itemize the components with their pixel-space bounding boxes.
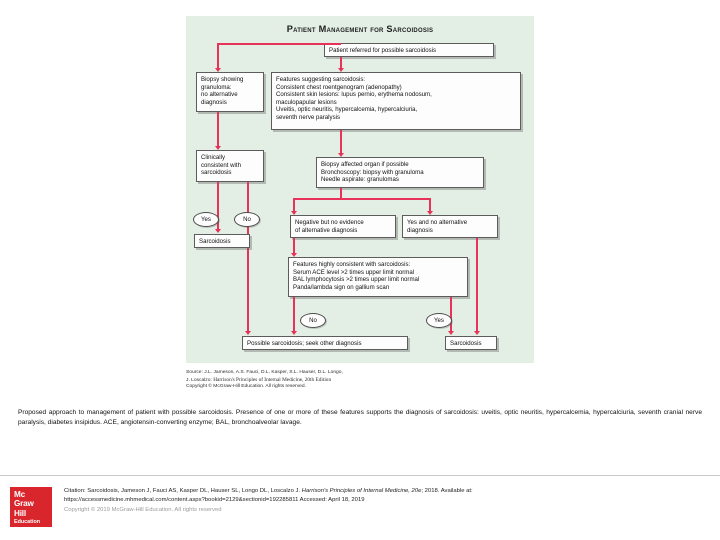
arrow-no-to-possible-sarcoidosis [244,331,251,335]
node-features-suggesting: Features suggesting sarcoidosis: Consist… [271,72,521,130]
arrow-yes-to-sarcoidosis-right [447,331,454,335]
connector-clinical-yes [217,182,219,230]
node-features-suggesting-line5: Uveitis, optic neuritis, hypercalcemia, … [276,106,418,114]
node-clinically-consistent-line3: sarcoidosis [201,169,232,177]
node-features-suggesting-line6: seventh nerve paralysis [276,113,341,121]
decision-no-upper-label: No [243,216,251,223]
footer-citation: Citation: Sarcoidosis, Jameson J, Fauci … [64,487,714,515]
node-biopsy-affected-organ-line1: Biopsy affected organ if possible [321,161,409,168]
node-sarcoidosis-right: Sarcoidosis [445,336,497,350]
connector-to-features-suggesting [340,57,342,69]
figure-source: Source: J.L. Jameson, A.S. Fauci, D.L. K… [186,370,516,391]
node-biopsy-granuloma-line2: granuloma: [201,83,232,91]
citation-title: Harrison's Principles of Internal Medici… [301,488,422,494]
source-line-2-title: Harrison's Principles of Internal Medici… [213,376,332,383]
arrow-to-biopsy-affected-organ [337,153,344,157]
node-biopsy-granuloma-line1: Biopsy showing [201,76,244,83]
arrow-right-rail-to-sarcoidosis-right [473,331,480,335]
arrow-to-yes-no-alt-box [426,211,433,215]
node-features-highly-consistent-line3: BAL lymphocytosis >2 times upper limit n… [293,276,420,284]
citation-prefix: Citation: Sarcoidosis, Jameson J, Fauci … [64,488,302,494]
decision-no-lower: No [300,313,326,328]
node-possible-sarcoidosis: Possible sarcoidosis; seek other diagnos… [242,336,408,350]
figure-title: Patient Management for Sarcoidosis [286,24,434,34]
decision-yes-upper-label: Yes [201,216,211,223]
node-yes-no-alternative-line2: diagnosis [407,226,433,234]
mcgraw-hill-logo: Mc Graw Hill Education [10,487,52,527]
arrow-yes-to-sarcoidosis-left [214,229,221,233]
logo-line-1: Mc [14,490,25,499]
connector-to-negative-box [293,198,295,212]
node-yes-no-alternative-line1: Yes and no alternative [407,219,468,226]
node-sarcoidosis-left-text: Sarcoidosis [199,238,231,245]
node-biopsy-affected-organ: Biopsy affected organ if possible Bronch… [316,157,484,188]
arrow-to-clinically-consistent [214,146,221,150]
node-features-suggesting-line4: maculopapular lesions [276,98,337,106]
node-negative-no-evidence-line1: Negative but no evidence [295,219,364,226]
node-clinically-consistent-line1: Clinically [201,154,226,161]
node-biopsy-granuloma-line4: diagnosis [201,98,227,106]
connector-yes-no-alt-to-sarcoidosis-right [476,238,478,332]
figure-panel: Patient Management for Sarcoidosis Patie… [186,16,534,363]
node-patient-referred-text: Patient referred for possible sarcoidosi… [329,47,437,54]
connector-referral-split [217,43,341,45]
connector-negative-to-features-highly [293,238,295,254]
connector-biopsy-organ-stem [340,188,342,198]
source-line-2-prefix: J. Loscalzo: [186,377,214,383]
source-line-2: J. Loscalzo: Harrison's Principles of In… [186,377,516,385]
node-features-highly-consistent: Features highly consistent with sarcoido… [288,257,468,297]
decision-yes-lower-label: Yes [434,317,444,324]
source-line-3: Copyright © McGraw-Hill Education. All r… [186,384,306,390]
node-clinically-consistent: Clinically consistent with sarcoidosis [196,150,264,182]
arrow-to-features-highly-consistent [290,253,297,257]
footer-divider [0,475,720,476]
connector-features-highly-no [293,297,295,332]
decision-no-upper: No [234,212,260,227]
node-features-highly-consistent-line1: Features highly consistent with sarcoido… [293,261,411,268]
citation-url[interactable]: https://accessmedicine.mhmedical.com/con… [64,497,365,504]
citation-suffix: ; 2018. Available at: [421,488,473,494]
node-features-highly-consistent-line4: Panda/lambda sign on gallium scan [293,283,390,291]
node-negative-no-evidence: Negative but no evidence of alternative … [290,215,396,238]
node-features-suggesting-line3: Consistent skin lesions: lupus pernio, e… [276,91,432,99]
connector-granuloma-to-clinical [217,112,219,147]
arrow-to-negative-box [290,211,297,215]
logo-line-2: Graw [14,499,34,509]
citation-line-1: Citation: Sarcoidosis, Jameson J, Fauci … [64,487,714,496]
connector-features-highly-yes [450,297,452,332]
node-possible-sarcoidosis-text: Possible sarcoidosis; seek other diagnos… [247,340,362,347]
node-biopsy-granuloma: Biopsy showing granuloma: no alternative… [196,72,264,112]
node-yes-no-alternative: Yes and no alternative diagnosis [402,215,498,238]
arrow-to-biopsy-granuloma [214,68,221,72]
decision-yes-upper: Yes [193,212,219,227]
node-features-suggesting-line2: Consistent chest roentgenogram (adenopat… [276,83,402,91]
node-sarcoidosis-left: Sarcoidosis [194,234,250,248]
decision-no-lower-label: No [309,317,317,324]
citation-copyright: Copyright © 2019 McGraw-Hill Education. … [64,506,222,513]
connector-clinical-no [247,182,249,332]
node-biopsy-granuloma-line3: no alternative [201,91,238,99]
node-features-highly-consistent-line2: Serum ACE level >2 times upper limit nor… [293,268,415,276]
node-biopsy-affected-organ-line2: Bronchoscopy: biopsy with granuloma [321,168,424,176]
node-clinically-consistent-line2: consistent with [201,161,241,169]
logo-line-4: Education [14,519,41,526]
connector-referral-left-riser [217,43,219,65]
arrow-to-features-suggesting [337,68,344,72]
arrow-no-to-possible-sarcoidosis-box [290,331,297,335]
connector-to-biopsy-granuloma [217,57,219,69]
node-negative-no-evidence-line2: of alternative diagnosis [295,226,358,234]
connector-biopsy-organ-split [293,198,430,200]
node-sarcoidosis-right-text: Sarcoidosis [450,340,482,347]
node-patient-referred: Patient referred for possible sarcoidosi… [324,43,494,57]
connector-to-yes-no-alt-box [429,198,431,212]
logo-line-3: Hill [14,508,26,518]
source-line-1: Source: J.L. Jameson, A.S. Fauci, D.L. K… [186,370,343,375]
decision-yes-lower: Yes [426,313,452,328]
node-features-suggesting-line1: Features suggesting sarcoidosis: [276,76,366,83]
node-biopsy-affected-organ-line3: Needle aspirate: granulomas [321,176,399,184]
figure-caption: Proposed approach to management of patie… [18,409,702,427]
connector-features-to-biopsy-organ [340,130,342,154]
